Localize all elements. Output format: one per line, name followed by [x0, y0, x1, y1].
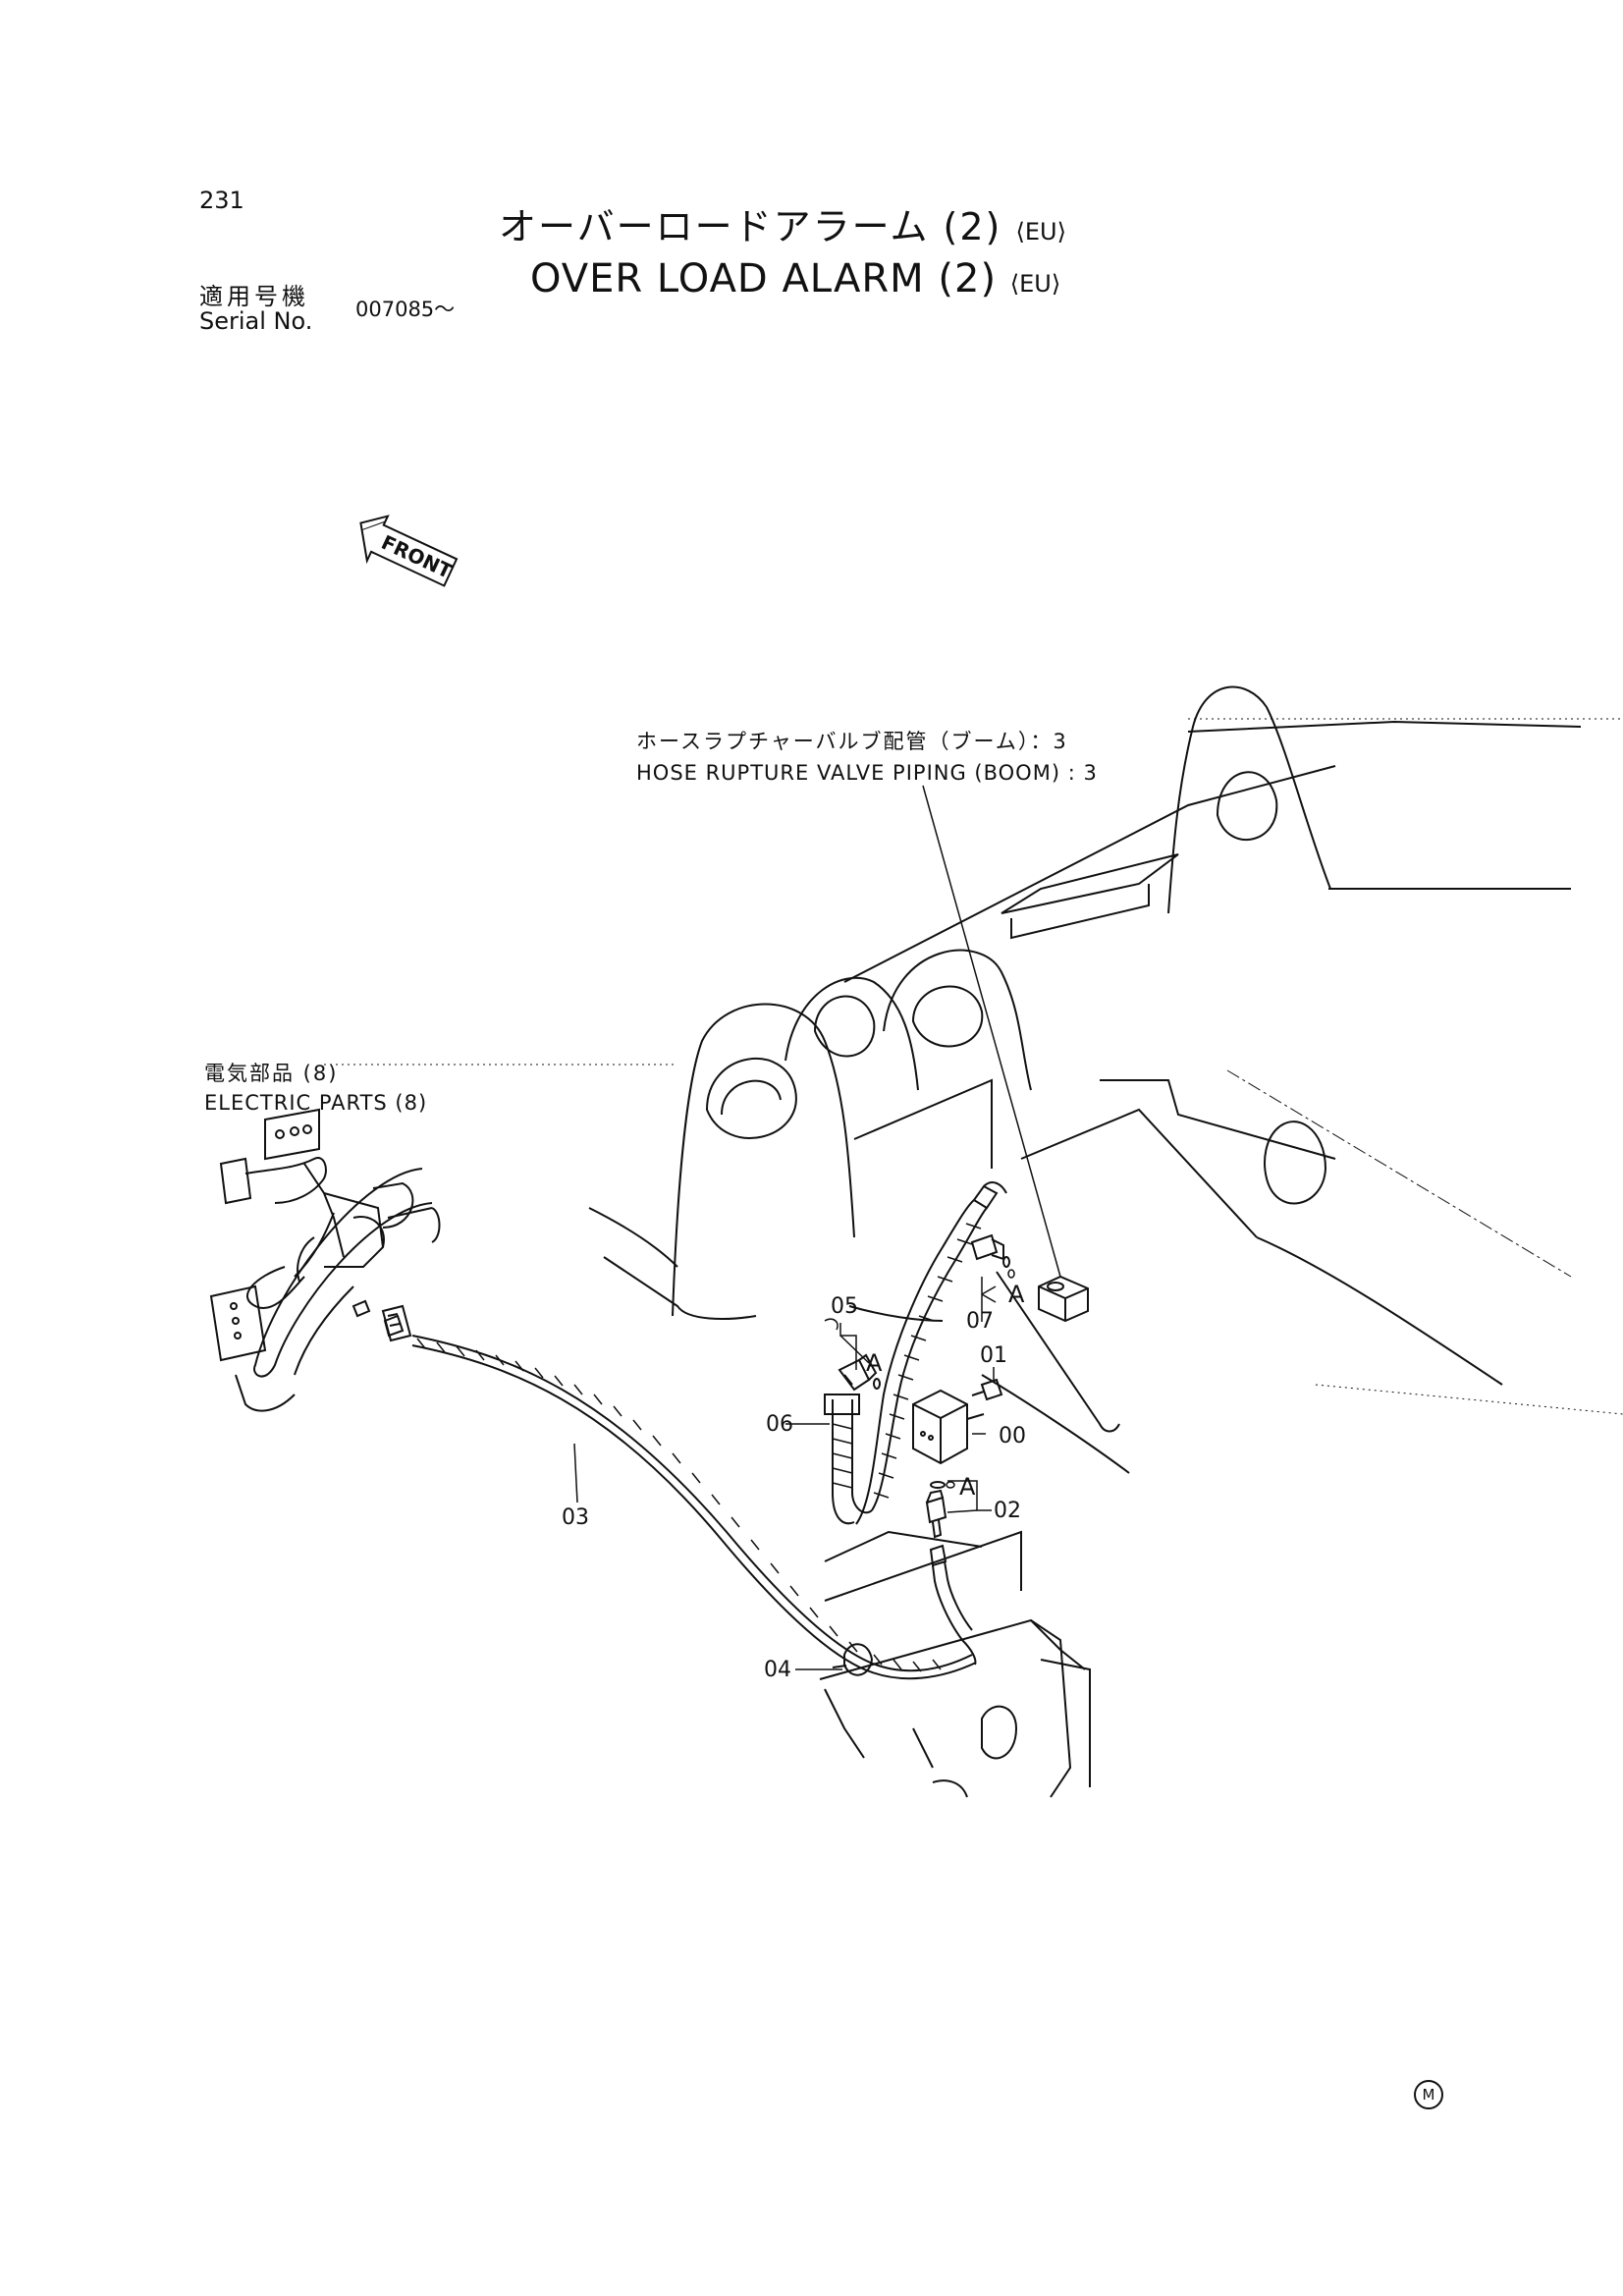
- reference-leaders: [324, 718, 1623, 1066]
- callout-07: 07: [966, 1309, 994, 1334]
- title-english: OVER LOAD ALARM (2) ⟨EU⟩: [530, 259, 1060, 299]
- callout-03: 03: [562, 1505, 589, 1530]
- harness-03: [381, 1304, 977, 1680]
- elbow-fitting-05: [838, 1353, 881, 1392]
- hose-reference-english: HOSE RUPTURE VALVE PIPING (BOOM) : 3: [636, 761, 1098, 785]
- detail-marker-a-left: A: [866, 1349, 883, 1377]
- region-suffix-jp: ⟨EU⟩: [1015, 218, 1066, 246]
- fitting-07: [970, 1233, 1010, 1268]
- valve-block: [1038, 1275, 1089, 1323]
- callout-04: 04: [764, 1658, 791, 1682]
- electric-parts-group: [209, 1108, 441, 1412]
- bolt-01: [971, 1378, 1003, 1401]
- front-arrow-icon: FRONT: [359, 515, 459, 587]
- leader-lines: [573, 785, 1061, 1670]
- callout-01: 01: [980, 1343, 1007, 1368]
- manufacturer-mark-icon: M: [1414, 2080, 1443, 2109]
- clip-04: [832, 1643, 874, 1676]
- callout-02: 02: [994, 1499, 1021, 1523]
- page-number: 231: [199, 187, 244, 214]
- callout-00: 00: [999, 1424, 1026, 1449]
- callout-05: 05: [831, 1294, 858, 1319]
- boom-structure: [588, 685, 1623, 1474]
- hose-reference-japanese: ホースラプチャーバルブ配管（ブーム）：3: [636, 730, 1068, 753]
- electric-reference-english: ELECTRIC PARTS (8): [204, 1091, 428, 1115]
- serial-label-english: Serial No.: [199, 307, 313, 335]
- lower-frame: [819, 1530, 1091, 1798]
- title-japanese: オーバーロードアラーム (2) ⟨EU⟩: [499, 208, 1066, 246]
- serial-number-value: 007085～: [355, 298, 456, 321]
- hose-06: [824, 1181, 1007, 1525]
- front-arrow-label: FRONT: [378, 530, 457, 583]
- region-suffix-en: ⟨EU⟩: [1009, 270, 1061, 298]
- detail-marker-a-top: A: [1008, 1281, 1025, 1308]
- pressure-sensor-00: [912, 1389, 985, 1465]
- serial-label-japanese: 適用号機: [199, 283, 309, 310]
- callout-06: 06: [766, 1412, 793, 1437]
- title-en-text: OVER LOAD ALARM (2): [530, 256, 998, 301]
- title-jp-text: オーバーロードアラーム (2): [499, 205, 1002, 248]
- connector-02: [925, 1481, 977, 1666]
- electric-reference-japanese: 電気部品 (8): [204, 1062, 339, 1085]
